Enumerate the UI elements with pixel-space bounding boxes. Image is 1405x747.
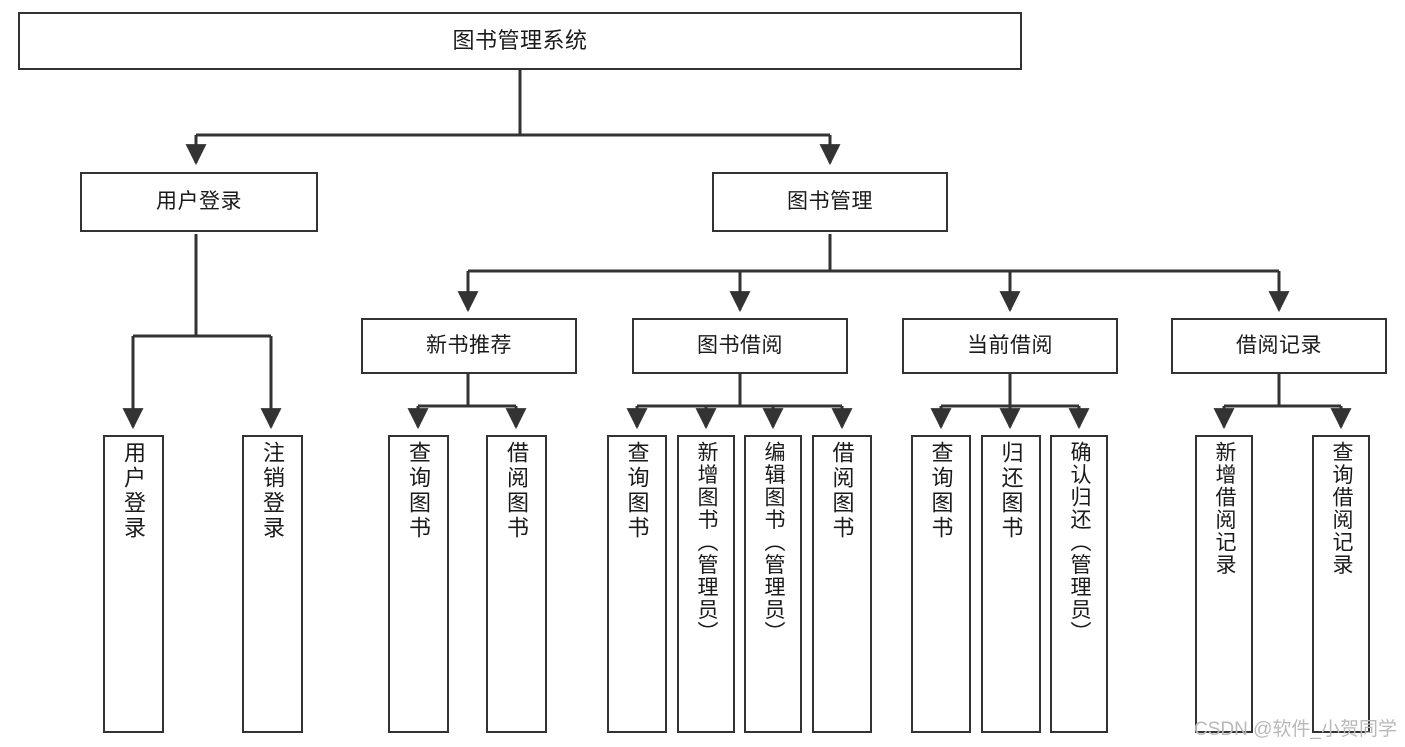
leaf-new-book-borrow-book[interactable]: 借阅图书: [486, 435, 547, 733]
node-borrow-record[interactable]: 借阅记录: [1171, 318, 1387, 374]
leaf-book-borrow-edit-book-admin-label: 编辑图书（管理员）: [762, 441, 786, 644]
leaf-user-login-login[interactable]: 用户登录: [103, 435, 164, 733]
leaf-book-borrow-borrow-book[interactable]: 借阅图书: [812, 435, 872, 733]
node-user-login-label: 用户登录: [156, 189, 242, 213]
node-root-system-label: 图书管理系统: [452, 28, 588, 54]
node-current-borrow[interactable]: 当前借阅: [902, 318, 1118, 374]
node-book-borrow[interactable]: 图书借阅: [632, 318, 848, 374]
csdn-watermark: CSDN @软件_小贺同学: [1194, 719, 1397, 740]
leaf-current-borrow-return-book[interactable]: 归还图书: [981, 435, 1041, 733]
leaf-user-login-logout[interactable]: 注销登录: [242, 435, 303, 733]
leaf-borrow-record-query-record[interactable]: 查询借阅记录: [1312, 435, 1370, 733]
leaf-current-borrow-confirm-return-admin[interactable]: 确认归还（管理员）: [1050, 435, 1108, 733]
node-current-borrow-label: 当前借阅: [967, 333, 1053, 357]
leaf-book-borrow-query-book[interactable]: 查询图书: [607, 435, 667, 733]
node-book-borrow-label: 图书借阅: [697, 333, 783, 357]
leaf-current-borrow-query-book[interactable]: 查询图书: [911, 435, 971, 733]
node-book-manage[interactable]: 图书管理: [712, 172, 948, 232]
leaf-user-login-logout-label: 注销登录: [260, 441, 286, 541]
leaf-book-borrow-add-book-admin-label: 新增图书（管理员）: [695, 441, 719, 644]
node-book-manage-label: 图书管理: [787, 189, 873, 213]
leaf-book-borrow-add-book-admin[interactable]: 新增图书（管理员）: [677, 435, 735, 733]
leaf-book-borrow-query-book-label: 查询图书: [624, 441, 650, 541]
node-borrow-record-label: 借阅记录: [1236, 333, 1322, 357]
node-user-login[interactable]: 用户登录: [80, 172, 318, 232]
leaf-borrow-record-query-record-label: 查询借阅记录: [1330, 441, 1354, 576]
leaf-book-borrow-edit-book-admin[interactable]: 编辑图书（管理员）: [744, 435, 802, 733]
leaf-new-book-query-book[interactable]: 查询图书: [388, 435, 449, 733]
node-root-system[interactable]: 图书管理系统: [18, 12, 1022, 70]
leaf-current-borrow-query-book-label: 查询图书: [928, 441, 954, 541]
leaf-borrow-record-add-record-label: 新增借阅记录: [1213, 441, 1237, 576]
leaf-book-borrow-borrow-book-label: 借阅图书: [829, 441, 855, 541]
node-new-book-recommend[interactable]: 新书推荐: [361, 318, 577, 374]
leaf-new-book-query-book-label: 查询图书: [406, 441, 432, 541]
node-new-book-recommend-label: 新书推荐: [426, 333, 512, 357]
leaf-user-login-login-label: 用户登录: [121, 441, 147, 541]
leaf-borrow-record-add-record[interactable]: 新增借阅记录: [1195, 435, 1253, 733]
leaf-current-borrow-return-book-label: 归还图书: [998, 441, 1024, 541]
leaf-new-book-borrow-book-label: 借阅图书: [504, 441, 530, 541]
leaf-current-borrow-confirm-return-admin-label: 确认归还（管理员）: [1068, 441, 1092, 644]
